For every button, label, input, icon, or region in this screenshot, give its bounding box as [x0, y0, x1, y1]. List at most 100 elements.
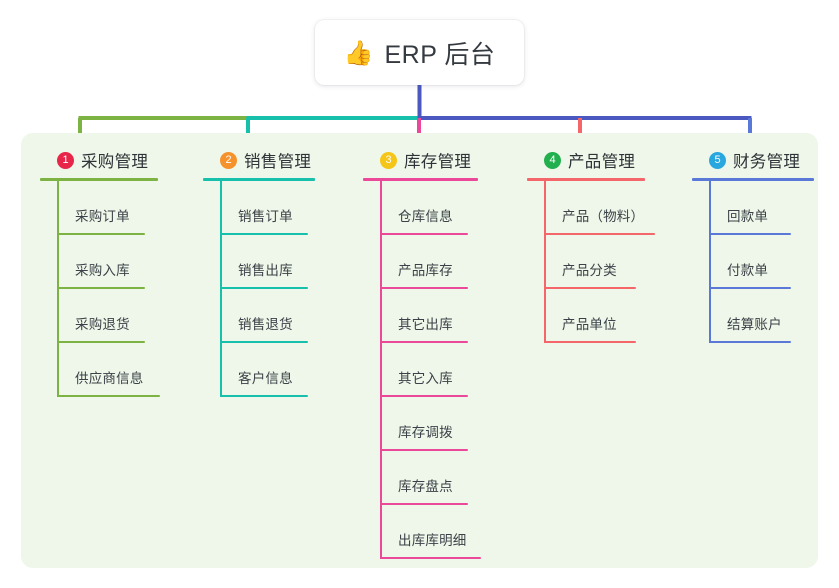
root-node-card[interactable]: 👍 ERP 后台: [315, 20, 524, 85]
leaf-node-label: 付款单: [727, 263, 769, 278]
leaf-node-rule: [380, 395, 468, 397]
leaf-node[interactable]: 客户信息: [203, 343, 315, 397]
column-header-rule: [203, 178, 315, 181]
column-header-rule: [527, 178, 645, 181]
leaf-node-rule: [57, 233, 145, 235]
column-spine: [380, 181, 382, 559]
leaf-node-label: 产品分类: [562, 263, 617, 278]
column-spine: [57, 181, 59, 397]
leaf-node-label: 库存盘点: [398, 479, 453, 494]
root-node-content: 👍 ERP 后台: [344, 35, 496, 71]
leaf-node-label: 回款单: [727, 209, 769, 224]
leaf-node-rule: [220, 287, 308, 289]
leaf-node[interactable]: 销售退货: [203, 289, 315, 343]
leaf-node-rule: [220, 395, 308, 397]
leaf-node-label: 其它出库: [398, 317, 453, 332]
leaf-node-rule: [380, 287, 468, 289]
column-number-badge: 1: [57, 151, 74, 169]
leaf-node-rule: [220, 233, 308, 235]
column-产品管理: 4 产品管理产品（物料） 产品分类产品单位: [527, 147, 655, 343]
leaf-node[interactable]: 付款单: [692, 235, 814, 289]
leaf-node-rule: [709, 341, 791, 343]
root-node-title: ERP 后台: [384, 40, 496, 69]
column-销售管理: 2 销售管理销售订单销售出库销售退货客户信息: [203, 147, 315, 397]
leaf-node-label: 采购退货: [75, 317, 130, 332]
leaf-node[interactable]: 产品（物料）: [527, 181, 655, 235]
leaf-node-label: 产品库存: [398, 263, 453, 278]
leaf-node-rule: [57, 287, 145, 289]
leaf-node-label: 销售出库: [238, 263, 293, 278]
leaf-node-rule: [709, 233, 791, 235]
column-number-badge: 5: [709, 151, 726, 169]
leaf-node-label: 产品（物料）: [562, 209, 645, 224]
leaf-node-label: 结算账户: [727, 317, 782, 332]
column-items: 产品（物料） 产品分类产品单位: [527, 181, 655, 343]
column-items: 回款单付款单结算账户: [692, 181, 814, 343]
leaf-node-rule: [220, 341, 308, 343]
column-header-rule: [692, 178, 814, 181]
column-spine: [220, 181, 222, 397]
leaf-node-rule: [380, 233, 468, 235]
column-采购管理: 1 采购管理采购订单采购入库采购退货供应商信息: [40, 147, 160, 397]
column-spine: [709, 181, 711, 343]
column-title: 库存管理: [404, 153, 472, 171]
leaf-node[interactable]: 库存调拨: [363, 397, 478, 451]
leaf-node[interactable]: 采购订单: [40, 181, 158, 235]
column-title: 财务管理: [733, 153, 801, 171]
column-number-badge: 3: [380, 151, 397, 169]
leaf-node-rule: [380, 449, 468, 451]
column-title: 产品管理: [568, 153, 636, 171]
leaf-node-rule: [57, 341, 145, 343]
column-number-badge: 2: [220, 151, 237, 169]
column-财务管理: 5 财务管理回款单付款单结算账户: [692, 147, 814, 343]
column-title: 销售管理: [244, 153, 312, 171]
leaf-node[interactable]: 产品单位: [527, 289, 645, 343]
column-header[interactable]: 3 库存管理: [363, 147, 478, 173]
leaf-node-label: 销售订单: [238, 209, 293, 224]
leaf-node-label: 客户信息: [238, 371, 293, 386]
leaf-node[interactable]: 供应商信息: [40, 343, 160, 397]
column-header[interactable]: 5 财务管理: [692, 147, 814, 173]
diagram-panel: [21, 133, 818, 568]
column-header[interactable]: 1 采购管理: [40, 147, 158, 173]
leaf-node[interactable]: 出库库明细: [363, 505, 481, 559]
leaf-node[interactable]: 采购入库: [40, 235, 158, 289]
column-items: 销售订单销售出库销售退货客户信息: [203, 181, 315, 397]
leaf-node-label: 供应商信息: [75, 371, 144, 386]
leaf-node-label: 采购入库: [75, 263, 130, 278]
leaf-node-label: 仓库信息: [398, 209, 453, 224]
leaf-node[interactable]: 产品库存: [363, 235, 478, 289]
leaf-node[interactable]: 其它出库: [363, 289, 478, 343]
column-title: 采购管理: [81, 153, 149, 171]
column-items: 仓库信息产品库存其它出库其它入库库存调拨库存盘点出库库明细: [363, 181, 481, 559]
leaf-node[interactable]: 仓库信息: [363, 181, 478, 235]
leaf-node[interactable]: 其它入库: [363, 343, 478, 397]
column-header[interactable]: 4 产品管理: [527, 147, 645, 173]
leaf-node-rule: [380, 557, 481, 559]
leaf-node-rule: [380, 503, 468, 505]
column-items: 采购订单采购入库采购退货供应商信息: [40, 181, 160, 397]
column-header[interactable]: 2 销售管理: [203, 147, 315, 173]
leaf-node-label: 其它入库: [398, 371, 453, 386]
column-header-rule: [363, 178, 478, 181]
leaf-node[interactable]: 销售订单: [203, 181, 315, 235]
column-库存管理: 3 库存管理仓库信息产品库存其它出库其它入库库存调拨库存盘点出库库明细: [363, 147, 481, 559]
leaf-node-rule: [57, 395, 160, 397]
column-header-rule: [40, 178, 158, 181]
leaf-node-label: 产品单位: [562, 317, 617, 332]
thumbs-up-icon: 👍: [343, 39, 374, 67]
leaf-node-rule: [544, 287, 636, 289]
column-spine: [544, 181, 546, 343]
leaf-node[interactable]: 产品分类: [527, 235, 645, 289]
leaf-node[interactable]: 回款单: [692, 181, 814, 235]
leaf-node-label: 采购订单: [75, 209, 130, 224]
leaf-node-label: 出库库明细: [398, 533, 467, 548]
leaf-node[interactable]: 销售出库: [203, 235, 315, 289]
leaf-node-rule: [544, 341, 636, 343]
leaf-node[interactable]: 结算账户: [692, 289, 814, 343]
leaf-node-rule: [380, 341, 468, 343]
column-number-badge: 4: [544, 151, 561, 169]
leaf-node-label: 销售退货: [238, 317, 293, 332]
leaf-node[interactable]: 采购退货: [40, 289, 158, 343]
leaf-node[interactable]: 库存盘点: [363, 451, 478, 505]
